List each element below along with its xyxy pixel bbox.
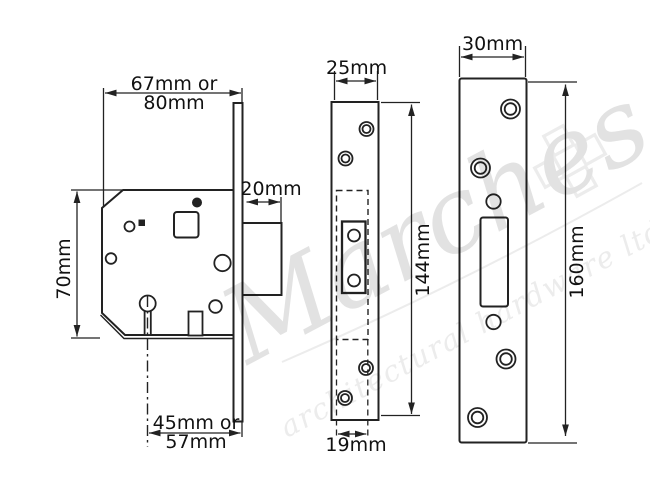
follower-square-hole: [173, 211, 200, 239]
lock-case-bottom-lip: [100, 314, 234, 340]
screw-hole: [470, 410, 485, 425]
dim-label-case-width-line1: 67mm or: [130, 73, 218, 95]
dim-label-backset-line1: 45mm or: [152, 412, 240, 434]
dim-label-backset-line2: 57mm: [165, 430, 227, 453]
lock-body-view: [100, 102, 283, 447]
deadbolt: [241, 222, 283, 296]
watermark-diamond-logo: [532, 123, 608, 199]
screw-hole: [340, 393, 350, 403]
fixing-dot: [192, 197, 202, 208]
logo-diamond: [541, 123, 576, 158]
hidden-case-outline: [335, 189, 369, 341]
plain-hole: [485, 193, 502, 210]
case-hole-2: [104, 252, 118, 265]
case-hole-3: [213, 253, 232, 273]
bolt-hole-2: [347, 273, 361, 288]
lock-body-dimensions: [71, 88, 282, 437]
small-black-square: [138, 219, 145, 226]
screw-hole: [503, 102, 518, 116]
faceplate-view: [330, 101, 380, 421]
screw-hole: [499, 352, 513, 366]
case-slot: [187, 310, 204, 337]
screw-hole: [340, 153, 351, 164]
case-hole-4: [208, 299, 223, 314]
bolt-hole-1: [347, 228, 361, 243]
screw-hole: [473, 161, 488, 175]
watermark-swash: [281, 182, 643, 363]
dim-label-backset: 45mm or 57mm: [136, 414, 256, 451]
dim-label-case-width-line2: 80mm: [143, 91, 205, 114]
logo-diamond: [532, 155, 567, 190]
dim-label-faceplate-width: 25mm: [326, 57, 388, 79]
dim-label-strike-width: 30mm: [462, 33, 524, 55]
faceplate-dimensions: [333, 71, 420, 439]
plain-hole: [485, 313, 502, 331]
forend-side-view: [232, 102, 244, 423]
dim-label-case-width: 67mm or 80mm: [104, 75, 244, 112]
strike-plate-dimensions: [458, 46, 577, 444]
logo-diamond: [573, 132, 608, 167]
screw-hole: [361, 124, 372, 134]
dim-label-faceplate-height: 144mm: [412, 223, 434, 297]
dim-label-strike-height: 160mm: [566, 225, 588, 299]
dim-label-case-height: 70mm: [53, 238, 75, 300]
dim-label-inner-case-width: 19mm: [325, 434, 387, 456]
dim-label-bolt-throw: 20mm: [240, 178, 302, 200]
case-hole-1: [123, 220, 136, 233]
logo-diamond: [564, 164, 599, 199]
strike-plate-view: [458, 77, 528, 444]
